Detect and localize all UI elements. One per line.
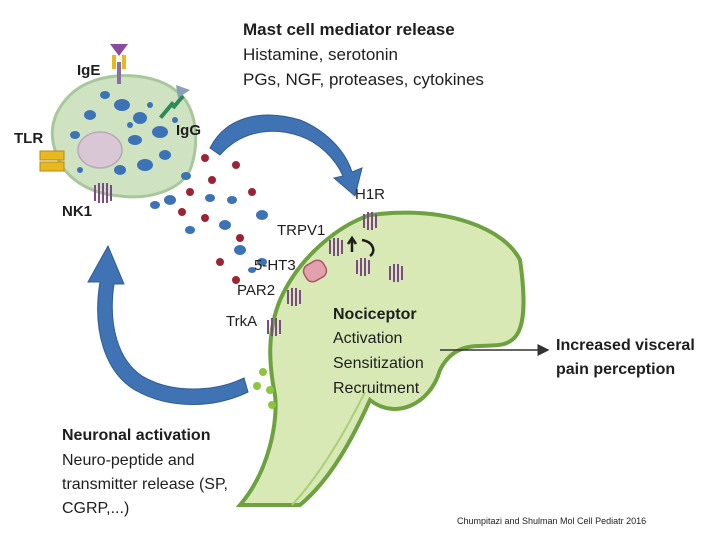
neuronal-feedback-arrow <box>87 244 249 405</box>
tlr-label: TLR <box>14 130 44 147</box>
ige-label: IgE <box>77 62 101 79</box>
trpv1-receptor <box>329 238 343 256</box>
trka-label: TrkA <box>226 313 258 330</box>
ht3-receptor <box>302 259 328 283</box>
nociceptor-title: Nociceptor <box>333 306 417 323</box>
neuronal-activation-line3: CGRP,...) <box>62 500 130 517</box>
nk1-label: NK1 <box>62 203 93 220</box>
neuronal-activation-line1: Neuro-peptide and <box>62 452 195 469</box>
trpv1-label: TRPV1 <box>277 222 326 239</box>
par2-receptor <box>287 288 301 306</box>
neuron-inner-edge <box>291 391 366 506</box>
mast-cell-release-line2: PGs, NGF, proteases, cytokines <box>243 70 484 89</box>
neuronal-activation-line2: transmitter release (SP, <box>62 476 228 493</box>
igg-receptor <box>159 85 190 119</box>
outcome-line2: pain perception <box>556 361 676 378</box>
intracellular-receptor-2 <box>389 264 403 282</box>
mast-cell-nucleus <box>77 131 123 169</box>
ige-receptor <box>110 44 128 84</box>
nociceptor-sensitization: Sensitization <box>333 355 424 372</box>
mast-cell-release-line1: Histamine, serotonin <box>243 45 398 64</box>
outcome-line1: Increased visceral <box>556 337 695 354</box>
nk1-receptor <box>94 183 112 203</box>
citation-credit: Chumpitazi and Shulman Mol Cell Pediatr … <box>457 516 647 526</box>
recruitment-arrow <box>346 235 375 258</box>
nociceptor-recruitment: Recruitment <box>333 380 420 397</box>
nociceptor-activation: Activation <box>333 330 403 347</box>
intracellular-receptor-1 <box>356 258 370 276</box>
nociceptor-neuron <box>235 210 526 507</box>
tlr-receptor <box>39 150 65 172</box>
h1r-receptor <box>363 212 377 230</box>
trka-receptor <box>267 318 281 336</box>
mast-cell <box>50 74 198 199</box>
mast-cell-release-title: Mast cell mediator release <box>243 20 455 39</box>
released-mediators <box>150 154 268 284</box>
ht3-label: 5-HT3 <box>254 257 296 274</box>
neuropeptide-dots <box>253 368 276 409</box>
igg-label: IgG <box>176 122 201 139</box>
par2-label: PAR2 <box>237 282 276 299</box>
neuronal-activation-title: Neuronal activation <box>62 427 211 444</box>
mediator-release-arrow <box>209 114 363 197</box>
mast-cell-granules <box>70 91 178 175</box>
h1r-label: H1R <box>355 186 386 203</box>
